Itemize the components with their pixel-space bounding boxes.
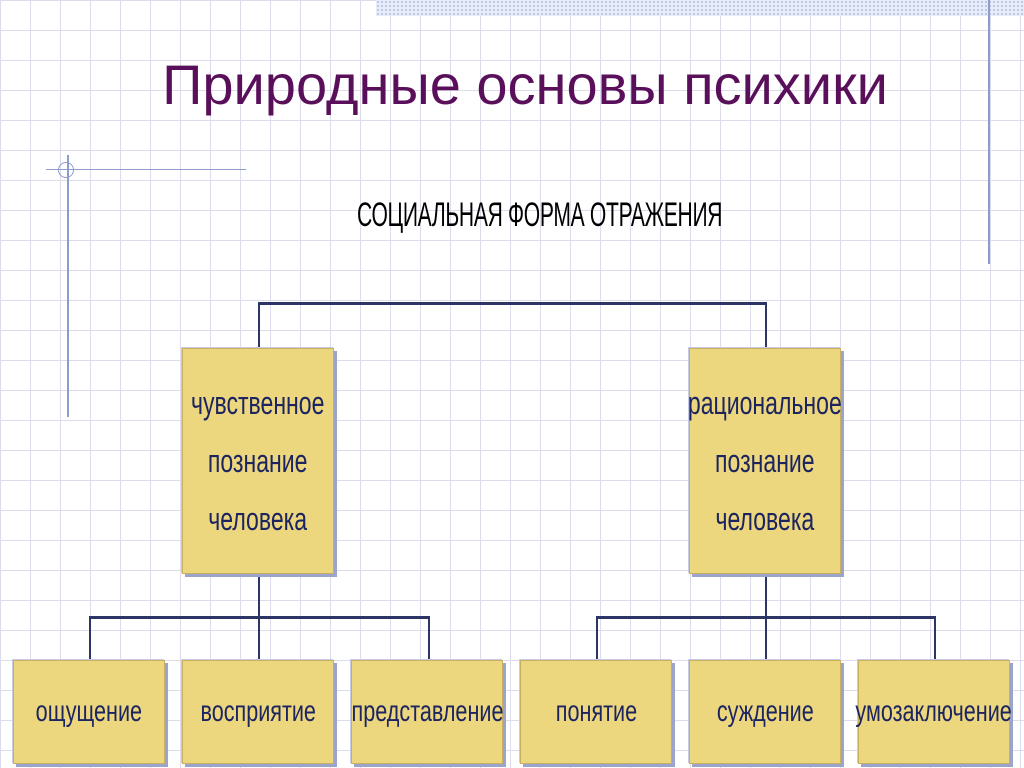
connector-left-children-horizontal xyxy=(89,616,430,619)
top-decorative-band xyxy=(376,0,1024,16)
connector-left-child-3 xyxy=(428,616,430,660)
branch-node-rational: рациональное познание человека xyxy=(688,348,842,574)
left-decorative-line xyxy=(67,155,69,417)
connector-left-child-1 xyxy=(89,616,91,660)
branch-node-rational-line-1: рациональное xyxy=(688,385,842,421)
connector-right-child-3 xyxy=(934,616,936,660)
connector-root-to-left-branch xyxy=(258,302,260,348)
connector-right-child-1 xyxy=(596,616,598,660)
connector-root-to-right-branch xyxy=(765,302,767,348)
leaf-node-inference-label: умозаключение xyxy=(855,695,1013,728)
title-underline xyxy=(46,169,246,170)
branch-node-rational-line-2: познание xyxy=(715,443,815,479)
leaf-node-sensation: ощущение xyxy=(13,660,165,764)
branch-node-sensory-line-1: чувственное xyxy=(191,385,325,421)
decorative-circle xyxy=(58,162,74,178)
leaf-node-representation-label: представление xyxy=(351,695,503,728)
slide-title: Природные основы психики xyxy=(162,53,888,116)
leaf-node-representation: представление xyxy=(351,660,503,764)
branch-node-sensory-line-2: познание xyxy=(208,443,308,479)
leaf-node-sensation-label: ощущение xyxy=(35,695,143,728)
leaf-node-perception: восприятие xyxy=(182,660,334,764)
branch-node-sensory: чувственное познание человека xyxy=(182,348,334,574)
diagram-root-label: СОЦИАЛЬНАЯ ФОРМА ОТРАЖЕНИЯ xyxy=(357,196,723,234)
branch-node-rational-line-3: человека xyxy=(715,501,815,537)
branch-node-sensory-line-3: человека xyxy=(208,501,308,537)
leaf-node-inference: умозаключение xyxy=(855,660,1013,764)
leaf-node-concept-label: понятие xyxy=(555,695,637,728)
leaf-node-perception-label: восприятие xyxy=(200,695,316,728)
leaf-node-concept: понятие xyxy=(520,660,672,764)
leaf-node-judgment-label: суждение xyxy=(716,695,814,728)
connector-right-children-horizontal xyxy=(596,616,936,619)
connector-root-horizontal xyxy=(258,302,767,305)
leaf-node-judgment: суждение xyxy=(689,660,841,764)
right-decorative-line xyxy=(988,0,990,264)
